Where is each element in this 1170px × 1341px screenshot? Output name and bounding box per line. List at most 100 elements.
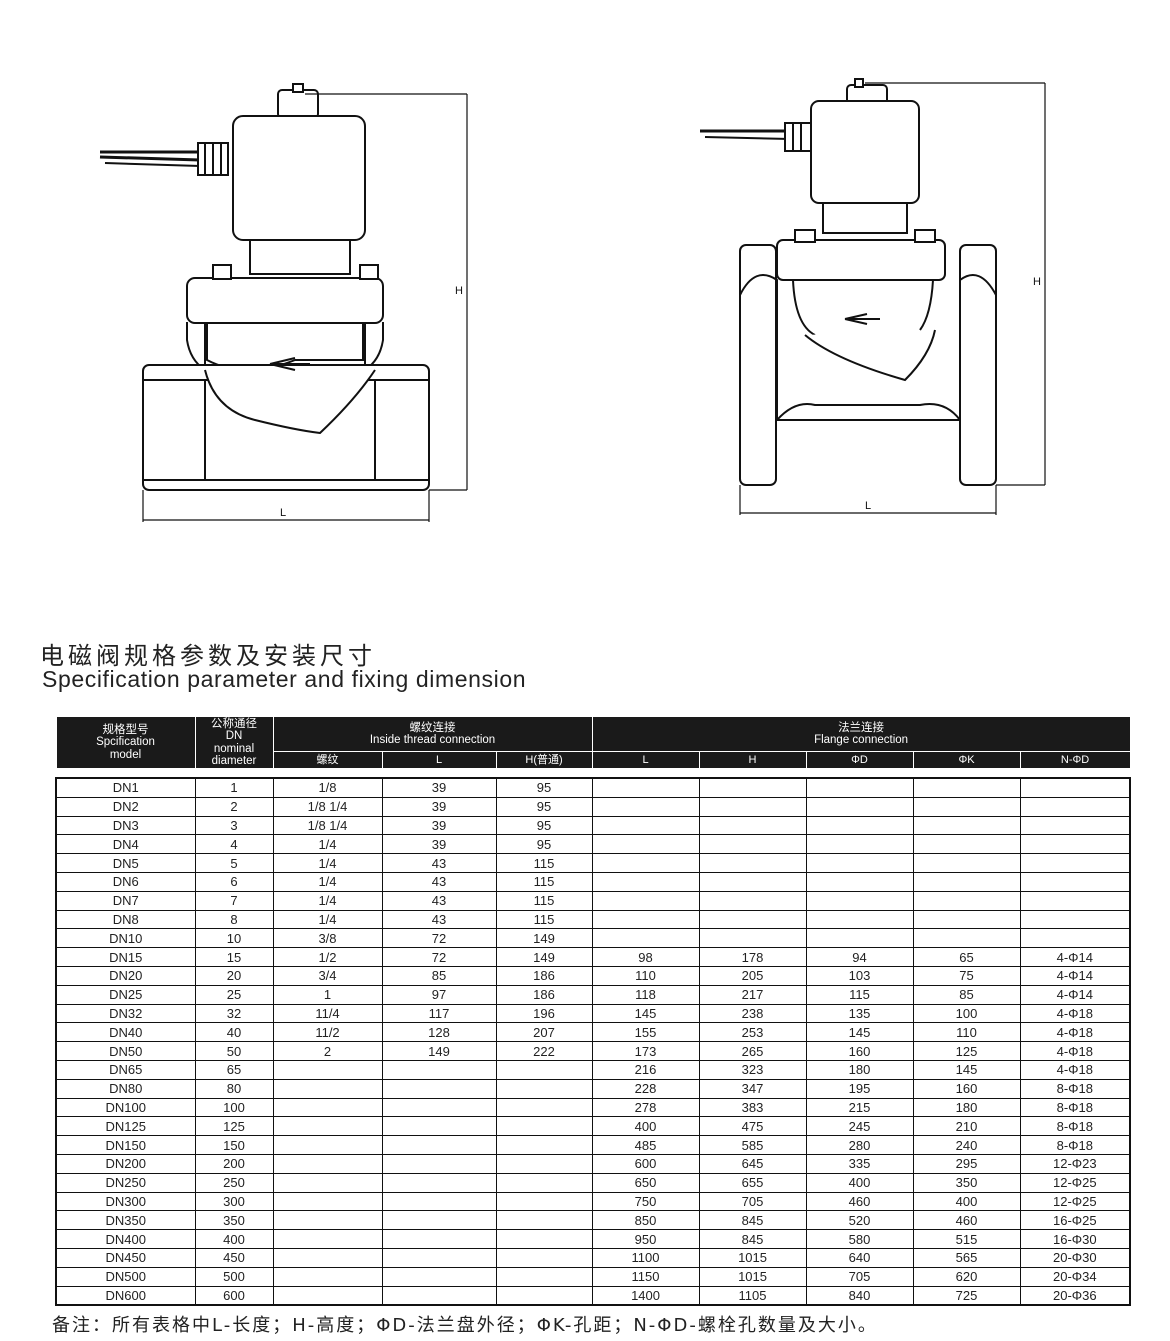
cable-icon — [99, 142, 229, 176]
cell-thread-l — [381, 1266, 497, 1287]
header-thread-cn: 螺纹连接 — [409, 721, 456, 734]
cell-thread-h — [495, 1229, 593, 1249]
cell-flange-h — [698, 871, 807, 892]
cell-thread-l: 39 — [381, 796, 497, 817]
cell-flange-h: 1105 — [698, 1285, 807, 1307]
header-model-cn: 规格型号 — [102, 723, 149, 736]
spec-table: 规格型号 Spcification model 公称通径 DN nominal … — [55, 716, 1132, 1307]
cell-model: DN125 — [55, 1116, 196, 1137]
subheader-flange-h: H — [698, 751, 807, 769]
cell-dn: 500 — [194, 1266, 274, 1287]
subheader-thread-size: 螺纹 — [272, 751, 383, 769]
cell-thread-h — [495, 1078, 593, 1099]
cell-thread-l — [381, 1191, 497, 1212]
cell-flange-h: 323 — [698, 1059, 807, 1080]
header-dn-l1: DN — [225, 730, 243, 742]
page-title-en: Specification parameter and fixing dimen… — [42, 666, 527, 692]
header-dn: 公称通径 DN nominal diameter — [194, 716, 274, 769]
cell-thread-h: 207 — [495, 1022, 593, 1043]
cell-dn: 80 — [194, 1078, 274, 1099]
cell-flange-l — [591, 777, 700, 798]
cell-thread-h — [495, 1210, 593, 1231]
cell-model: DN8 — [55, 909, 196, 930]
cell-dn: 400 — [194, 1229, 274, 1249]
cell-thread-size — [272, 1153, 383, 1174]
cell-model: DN15 — [55, 947, 196, 967]
cell-thread-size — [272, 1172, 383, 1193]
cell-thread-size: 11/2 — [272, 1022, 383, 1043]
cell-flange-od — [805, 815, 914, 836]
cell-flange-od — [805, 777, 914, 798]
cell-flange-l: 1100 — [591, 1247, 700, 1268]
cell-thread-size — [272, 1247, 383, 1268]
cell-dn: 10 — [194, 928, 274, 949]
cell-thread-l — [381, 1059, 497, 1080]
cell-flange-od: 335 — [805, 1153, 914, 1174]
cell-dn: 600 — [194, 1285, 274, 1307]
cell-flange-l: 950 — [591, 1229, 700, 1249]
cell-thread-l — [381, 1097, 497, 1118]
cell-flange-pcd — [912, 890, 1021, 911]
cell-dn: 125 — [194, 1116, 274, 1137]
cell-flange-pcd: 65 — [912, 947, 1021, 967]
cell-dn: 250 — [194, 1172, 274, 1193]
cell-thread-size — [272, 1285, 383, 1307]
cell-thread-size — [272, 1191, 383, 1212]
height-label: H — [455, 285, 463, 297]
cell-flange-bolts: 12-Φ25 — [1019, 1191, 1132, 1212]
cell-flange-l: 155 — [591, 1022, 700, 1043]
cell-flange-bolts — [1019, 834, 1132, 855]
cell-thread-size — [272, 1059, 383, 1080]
cell-flange-h: 1015 — [698, 1247, 807, 1268]
cell-flange-h: 265 — [698, 1041, 807, 1061]
cell-flange-pcd: 295 — [912, 1153, 1021, 1174]
cell-thread-h — [495, 1059, 593, 1080]
cell-flange-l: 98 — [591, 947, 700, 967]
cell-thread-l — [381, 1229, 497, 1249]
cell-flange-h: 383 — [698, 1097, 807, 1118]
header-model: 规格型号 Spcification model — [55, 716, 196, 769]
length-label: L — [865, 500, 871, 512]
cell-flange-pcd — [912, 834, 1021, 855]
cell-model: DN3 — [55, 815, 196, 836]
cell-thread-h — [495, 1285, 593, 1307]
cell-flange-od: 705 — [805, 1266, 914, 1287]
cell-model: DN200 — [55, 1153, 196, 1174]
cell-flange-bolts: 16-Φ30 — [1019, 1229, 1132, 1249]
cell-thread-size: 1/4 — [272, 909, 383, 930]
cell-flange-bolts: 4-Φ18 — [1019, 1003, 1132, 1024]
cell-thread-l: 39 — [381, 777, 497, 798]
cell-flange-od: 580 — [805, 1229, 914, 1249]
cell-flange-bolts: 4-Φ14 — [1019, 965, 1132, 986]
cell-flange-l: 485 — [591, 1135, 700, 1155]
cell-thread-h — [495, 1247, 593, 1268]
subheader-flange-l: L — [591, 751, 700, 769]
cell-flange-od: 520 — [805, 1210, 914, 1231]
cell-model: DN5 — [55, 853, 196, 873]
cell-thread-size: 3/8 — [272, 928, 383, 949]
cell-dn: 100 — [194, 1097, 274, 1118]
header-dn-cn: 公称通径 — [211, 717, 257, 730]
cell-thread-size — [272, 1116, 383, 1137]
cell-flange-pcd — [912, 777, 1021, 798]
cell-flange-pcd — [912, 853, 1021, 873]
cell-flange-bolts: 20-Φ34 — [1019, 1266, 1132, 1287]
height-dimension: H — [865, 82, 1046, 486]
cell-dn: 3 — [194, 815, 274, 836]
cell-thread-size — [272, 1097, 383, 1118]
cell-flange-od: 115 — [805, 984, 914, 1005]
cell-flange-od: 400 — [805, 1172, 914, 1193]
cell-thread-size: 1/8 1/4 — [272, 796, 383, 817]
cell-flange-l — [591, 834, 700, 855]
cell-thread-l: 97 — [381, 984, 497, 1005]
cell-flange-l: 750 — [591, 1191, 700, 1212]
